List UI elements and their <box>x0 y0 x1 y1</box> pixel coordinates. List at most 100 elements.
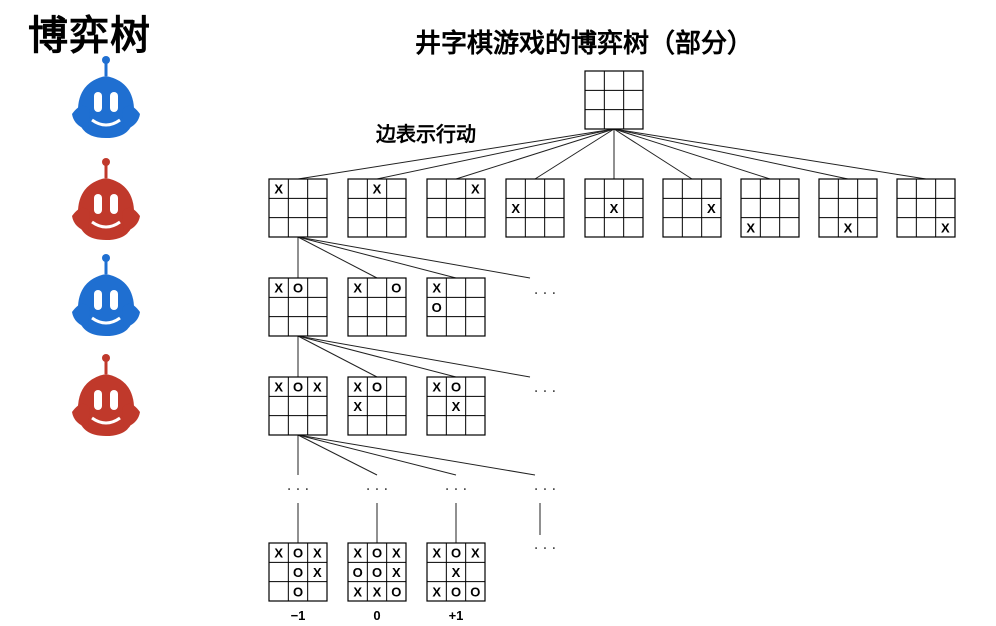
tree-edge <box>297 236 457 279</box>
board-mark: X <box>471 546 480 561</box>
root-board <box>584 70 644 130</box>
tree-edge <box>297 335 378 378</box>
board-mark: O <box>372 380 382 395</box>
level1-board: X <box>662 178 722 238</box>
tree-edge <box>297 335 531 378</box>
board-mark: X <box>511 201 520 216</box>
board-mark: X <box>353 380 362 395</box>
board-mark: X <box>373 182 382 197</box>
level3-ellipsis: · · · <box>534 384 556 400</box>
tree-edge <box>297 236 531 279</box>
board-mark: O <box>451 584 461 599</box>
board-mark: X <box>432 281 441 296</box>
tree-edge <box>613 128 927 180</box>
board-mark: X <box>392 546 401 561</box>
terminal-score: −1 <box>291 608 306 623</box>
board-mark: X <box>313 565 322 580</box>
board-frame <box>426 376 486 436</box>
level2-ellipsis: · · · <box>534 286 556 302</box>
level1-board: X <box>584 178 644 238</box>
board-mark: X <box>353 399 362 414</box>
board-mark: O <box>372 565 382 580</box>
level1-board: X <box>740 178 800 238</box>
board-mark: O <box>451 546 461 561</box>
tree-edge <box>455 128 615 180</box>
board-mark: O <box>432 300 442 315</box>
tree-edge <box>297 236 378 279</box>
board-mark: O <box>451 380 461 395</box>
board-mark: X <box>353 546 362 561</box>
board-frame <box>896 178 956 238</box>
board-frame <box>426 542 486 602</box>
board-mark: X <box>392 565 401 580</box>
board-mark: X <box>707 201 716 216</box>
level2-board: XO <box>426 277 486 337</box>
board-mark: O <box>293 546 303 561</box>
min-player-robot-icon <box>68 158 144 244</box>
terminal-ellipsis: · · · <box>534 541 556 557</box>
board-frame <box>268 376 328 436</box>
board-mark: X <box>432 546 441 561</box>
level1-board: X <box>896 178 956 238</box>
board-mark: O <box>353 565 363 580</box>
board-mark: X <box>452 399 461 414</box>
board-mark: X <box>274 380 283 395</box>
terminal-score: 0 <box>373 608 380 623</box>
tree-edge <box>613 128 849 180</box>
board-mark: X <box>471 182 480 197</box>
diagram-title: 井字棋游戏的博弈树（部分） <box>415 29 754 59</box>
level4-ellipsis: · · · <box>445 482 467 498</box>
board-mark: X <box>844 220 853 235</box>
board-frame <box>818 178 878 238</box>
board-mark: X <box>274 546 283 561</box>
board-mark: X <box>432 584 441 599</box>
board-mark: O <box>293 565 303 580</box>
board-mark: X <box>313 546 322 561</box>
board-mark: O <box>391 584 401 599</box>
level1-board: X <box>347 178 407 238</box>
board-frame <box>268 542 328 602</box>
board-mark: O <box>470 584 480 599</box>
tree-edge <box>534 128 615 180</box>
board-mark: O <box>293 584 303 599</box>
terminal-score: +1 <box>449 608 464 623</box>
max-player-robot-icon <box>68 254 144 340</box>
board-mark: X <box>353 281 362 296</box>
board-mark: O <box>293 281 303 296</box>
board-mark: X <box>313 380 322 395</box>
board-frame <box>268 277 328 337</box>
board-frame <box>584 70 644 130</box>
level1-board: X <box>505 178 565 238</box>
board-mark: X <box>941 220 950 235</box>
board-frame <box>347 178 407 238</box>
board-frame <box>505 178 565 238</box>
board-mark: O <box>372 546 382 561</box>
board-frame <box>347 277 407 337</box>
board-frame <box>426 178 486 238</box>
min-player-robot-icon <box>68 354 144 440</box>
board-mark: X <box>274 182 283 197</box>
board-mark: O <box>293 380 303 395</box>
level4-ellipsis: · · · <box>287 482 309 498</box>
tree-edge <box>613 128 771 180</box>
tree-edge <box>613 128 693 180</box>
board-frame <box>584 178 644 238</box>
page-title: 博弈树 <box>28 13 151 59</box>
board-mark: X <box>373 584 382 599</box>
board-frame <box>662 178 722 238</box>
max-player-robot-icon <box>68 56 144 142</box>
board-mark: X <box>274 281 283 296</box>
board-mark: X <box>746 220 755 235</box>
tree-edge <box>297 434 378 476</box>
tree-edge <box>376 128 615 180</box>
level4-ellipsis: · · · <box>534 482 556 498</box>
tree-edge <box>297 434 457 476</box>
